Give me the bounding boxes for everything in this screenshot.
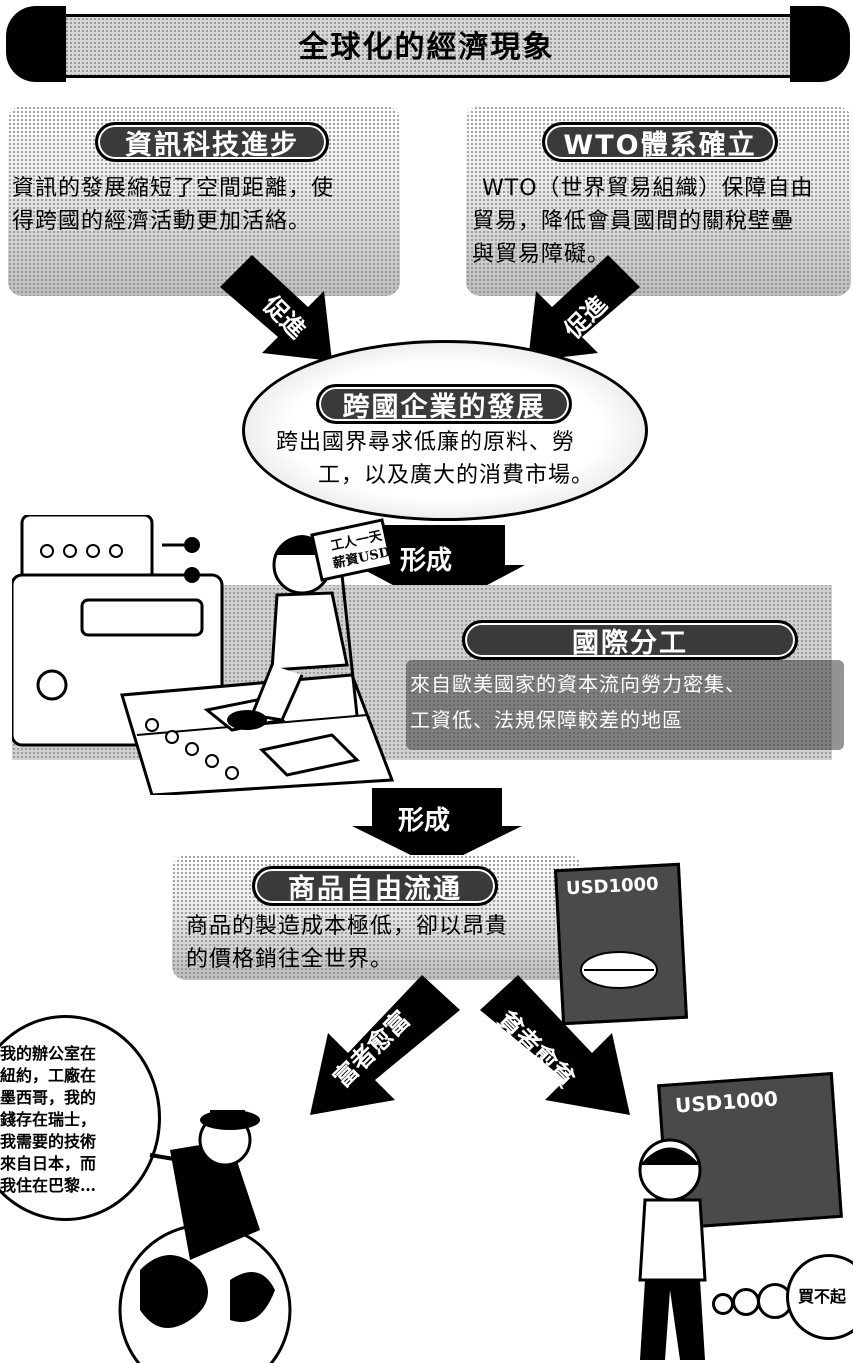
- division-text-bg: [406, 660, 844, 750]
- form-2-label: 形成: [398, 806, 451, 836]
- poor-arrow: [480, 975, 630, 1115]
- wto-text-1: WTO（世界貿易組織）保障自由: [482, 176, 814, 201]
- multinational-oval: [242, 340, 648, 521]
- free-flow-heading: 商品自由流通: [252, 866, 498, 906]
- factory-illustration: [12, 515, 832, 795]
- wto-text-3: 與貿易障礙。: [472, 242, 611, 267]
- wto-text-2: 貿易，降低會員國間的關稅壁壘: [472, 209, 795, 234]
- form-arrow-1: [355, 525, 525, 610]
- form-1-label: 形成: [400, 546, 453, 576]
- multinational-heading: 跨國企業的發展: [316, 384, 572, 424]
- division-text-2: 工資低、法規保障較差的地區: [410, 708, 683, 732]
- division-heading: 國際分工: [462, 620, 798, 660]
- multinational-text-1: 跨出國界尋求低廉的原料、勞: [276, 430, 576, 455]
- promote-arrow-right: [528, 255, 640, 361]
- poor-thought-text: 買不起: [798, 1287, 847, 1306]
- thought-dot-small: [712, 1293, 734, 1315]
- rich-speech-line: 錢存在瑞士，: [0, 1110, 97, 1129]
- info-tech-heading: 資訊科技進步: [95, 122, 329, 162]
- banner-title: 全球化的經濟現象: [298, 30, 555, 65]
- promote-arrow-left: [220, 255, 332, 361]
- businessman-globe-illustration: [118, 1110, 292, 1363]
- free-flow-text-1: 商品的製造成本極低，卻以昂貴: [186, 914, 509, 939]
- poor-boy-illustration: [638, 1138, 707, 1360]
- poor-thought-bubble: [786, 1254, 853, 1340]
- poster-shoe-icon: [580, 951, 658, 989]
- banner-left-cap: [6, 6, 66, 82]
- banner-right-cap: [790, 6, 850, 82]
- rich-speech-bubble: [0, 1015, 161, 1221]
- info-tech-text-1: 資訊的發展縮短了空間距離，使: [12, 176, 335, 201]
- rich-speech-text: 我的辦公室在 紐約，工廠在 墨西哥，我的 錢存在瑞士， 我需要的技術 來自日本，…: [0, 1043, 96, 1197]
- title-banner: [30, 14, 826, 78]
- multinational-text-2: 工，以及廣大的消費市場。: [318, 463, 595, 488]
- thought-dot-medium: [732, 1288, 760, 1316]
- free-flow-text-2: 的價格銷往全世界。: [186, 947, 394, 972]
- rich-speech-line: 我的辦公室在: [0, 1044, 97, 1063]
- rich-speech-line: 來自日本，而: [0, 1154, 97, 1173]
- rich-speech-line: 我住在巴黎…: [0, 1176, 97, 1195]
- info-tech-text-2: 得跨國的經濟活動更加活絡。: [12, 209, 312, 234]
- rich-arrow: [310, 975, 460, 1115]
- division-text-1: 來自歐美國家的資本流向勞力密集、: [410, 672, 746, 696]
- rich-speech-line: 我需要的技術: [0, 1132, 97, 1151]
- rich-speech-line: 墨西哥，我的: [0, 1088, 97, 1107]
- wto-heading: WTO體系確立: [542, 122, 778, 162]
- rich-speech-line: 紐約，工廠在: [0, 1066, 97, 1085]
- form-arrow-2: [352, 788, 522, 868]
